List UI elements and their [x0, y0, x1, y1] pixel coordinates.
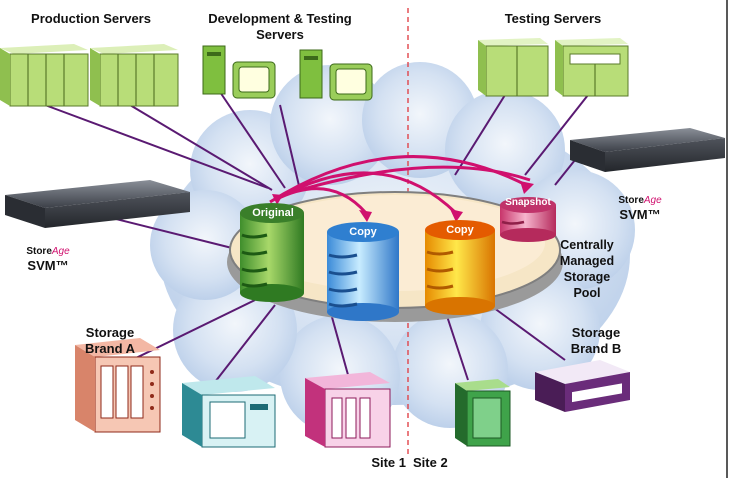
site-2-label: Site 2: [413, 455, 448, 470]
storage-array-brand-b: [535, 360, 630, 412]
storage-brand-b-label-line1: Storage: [571, 325, 621, 340]
pool-label-line1: Centrally: [560, 238, 614, 252]
original-volume: [240, 203, 304, 302]
copy-yellow-label: Copy: [446, 224, 474, 236]
storeage-logo-left: StoreAge: [18, 246, 78, 257]
storage-array-brand-a: [75, 338, 161, 433]
testing-servers-label: Testing Servers: [504, 11, 602, 26]
dev-server-1: [202, 45, 276, 99]
copy-volume-blue: [327, 222, 399, 321]
pool-label-line2: Managed: [559, 254, 615, 268]
svm-appliance-left: [5, 180, 190, 228]
original-label: Original: [252, 207, 294, 219]
storeage-brand-script: Age: [51, 246, 70, 257]
storeage-brand-text: Store: [618, 195, 644, 206]
testing-server-1: [478, 38, 549, 97]
storage-brand-a-label-line2: Brand A: [84, 341, 136, 356]
connection-links: [44, 91, 589, 383]
arrowheads: [272, 181, 534, 222]
storage-array-magenta: [305, 372, 391, 448]
pool-label-line4: Pool: [573, 286, 601, 300]
production-servers-label: Production Servers: [31, 11, 151, 26]
svm-right-label: SVM™: [619, 207, 661, 222]
storage-brand-b-label-line2: Brand B: [570, 341, 622, 356]
snapshot-volume: [500, 197, 556, 242]
storeage-brand-text: Store: [26, 246, 52, 257]
production-server-1: [0, 44, 89, 107]
copy-volume-yellow: [425, 220, 495, 315]
copy-blue-label: Copy: [349, 226, 377, 238]
dev-testing-label-line1: Development & Testing: [208, 11, 352, 26]
dev-testing-label-line2: Servers: [256, 27, 304, 42]
replication-arrows: [269, 155, 531, 215]
storeage-brand-script: Age: [643, 195, 662, 206]
svm-left-label: SVM™: [27, 258, 69, 273]
storage-brand-a-label-line1: Storage: [85, 325, 135, 340]
pool-label-line3: Storage: [563, 270, 611, 284]
storeage-logo-right: StoreAge: [610, 195, 670, 206]
storage-array-teal: [182, 376, 276, 448]
production-server-2: [90, 44, 179, 107]
dev-server-2: [299, 49, 373, 101]
snapshot-label: Snapshot: [505, 197, 551, 208]
site-1-label: Site 1: [371, 455, 406, 470]
svm-appliance-right: [570, 128, 725, 172]
storage-array-green: [455, 379, 511, 447]
testing-server-2: [555, 38, 629, 97]
